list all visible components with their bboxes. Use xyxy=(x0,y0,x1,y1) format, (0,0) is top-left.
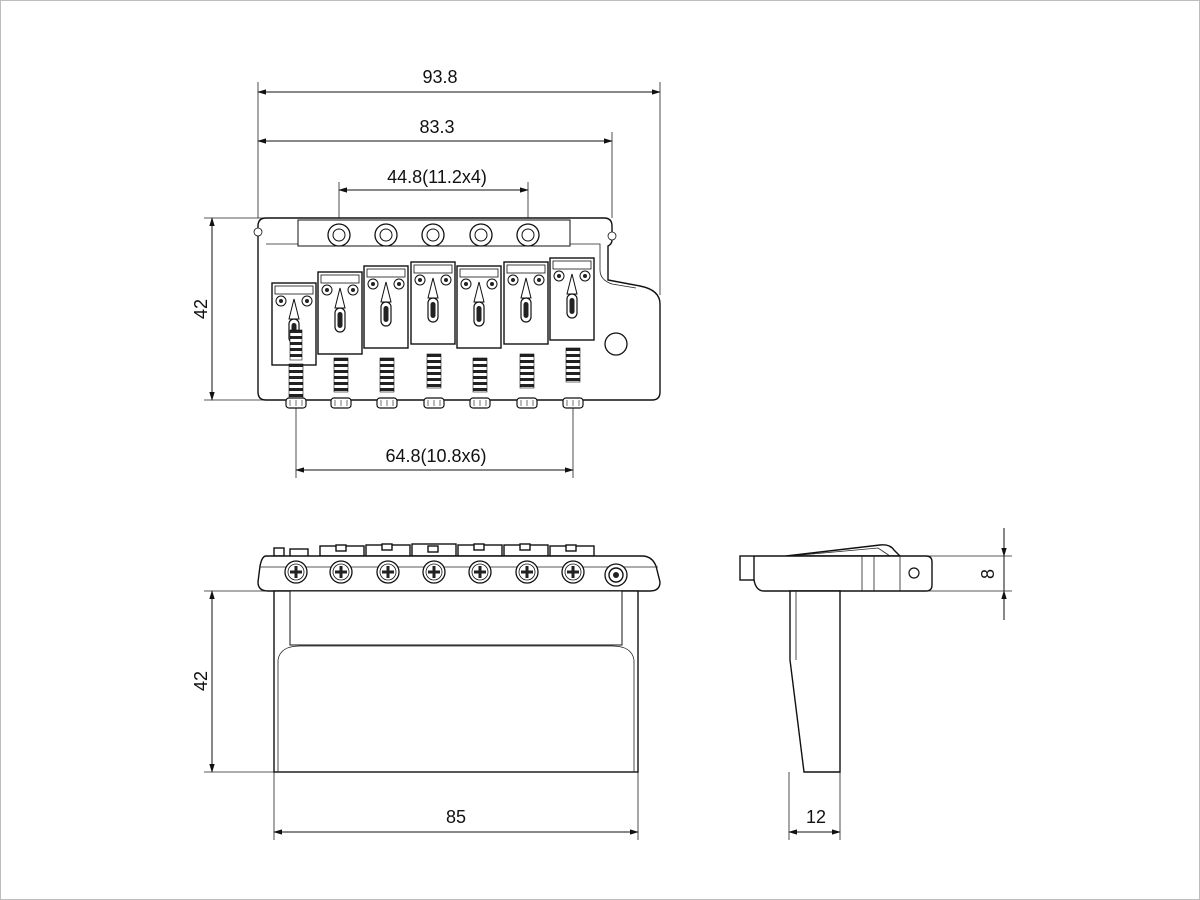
dim-plate-thickness: 8 xyxy=(978,569,998,579)
dim-front-height: 42 xyxy=(191,671,211,691)
springs xyxy=(288,329,581,399)
dim-block-width: 85 xyxy=(446,807,466,827)
dim-top-height: 42 xyxy=(191,299,211,319)
front-view: 42 85 xyxy=(191,543,661,840)
dim-plate-width: 83.3 xyxy=(419,117,454,137)
front-screws xyxy=(284,560,628,587)
saddle-tops xyxy=(273,543,595,558)
dim-overall-width: 93.8 xyxy=(422,67,457,87)
dim-screw-spacing: 44.8(11.2x4) xyxy=(387,167,487,187)
side-view: 8 12 xyxy=(739,528,1012,840)
dim-block-depth: 12 xyxy=(806,807,826,827)
top-view: 93.8 83.3 44.8(11.2x4) 42 64.8(10.8x6) xyxy=(191,67,661,478)
pivot-holes xyxy=(327,223,540,247)
dim-string-spacing: 64.8(10.8x6) xyxy=(385,446,486,466)
